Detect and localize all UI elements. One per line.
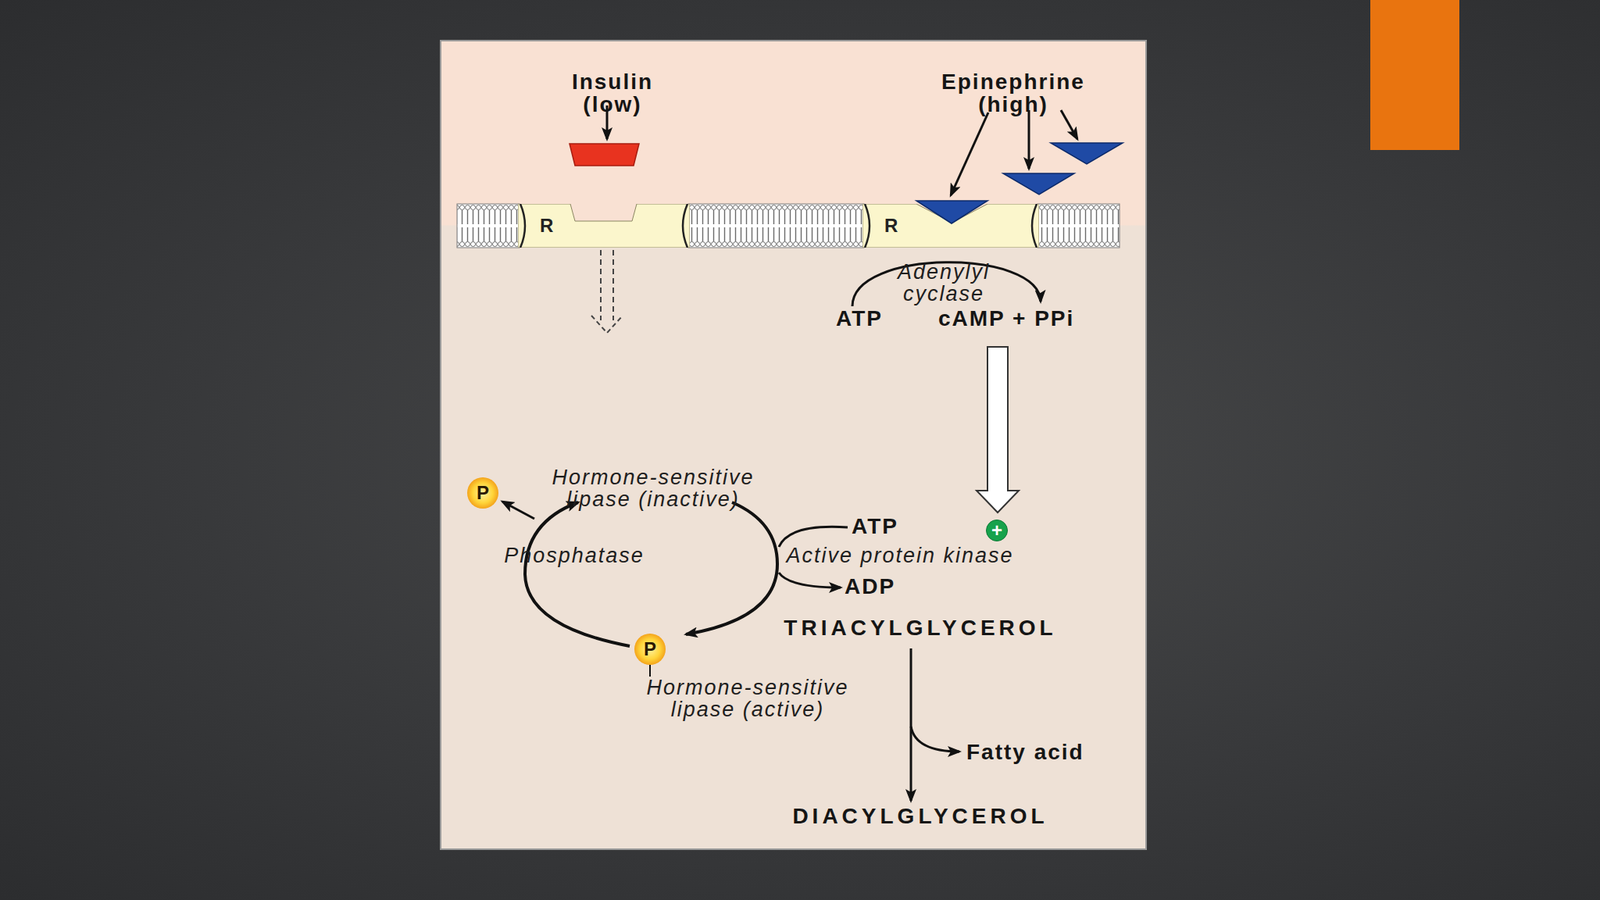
plus-sign: +: [991, 519, 1003, 542]
membrane-segment: [1037, 203, 1120, 248]
metabolite-label: cAMP + PPi: [938, 307, 1075, 330]
enzyme-label: Hormone-sensitive lipase (inactive): [535, 466, 771, 511]
metabolite-label: TRIACYLGLYCEROL: [783, 616, 1057, 640]
metabolite-label: ATP: [851, 514, 899, 538]
receptor-body: [517, 203, 690, 248]
metabolite-label: Fatty acid: [966, 740, 1085, 764]
receptor-body: [862, 203, 1040, 248]
adrenergic-receptor: R: [862, 203, 1040, 248]
phosphate-label: P: [476, 482, 490, 504]
hormone-label: Insulin (low): [550, 70, 675, 117]
receptor-edge: [1032, 203, 1037, 248]
dashed-head: [591, 315, 623, 333]
hollow-arrow: [976, 346, 1019, 513]
product-branch-arrow: [910, 726, 960, 752]
hormone-label: Epinephrine (high): [919, 70, 1108, 117]
enzyme-label: Adenylyl cyclase: [873, 260, 1015, 306]
dashed-signal-arrow: [591, 250, 623, 333]
adp-output-arrow: [778, 572, 841, 588]
dashed-line: [600, 250, 602, 321]
reaction-arrow: [910, 648, 913, 801]
receptor-edge: [682, 203, 688, 248]
lipid-bilayer: [457, 203, 1120, 248]
accent-bar: [1370, 0, 1460, 150]
metabolite-label: DIACYLGLYCEROL: [792, 804, 1048, 828]
phosphate-bond: [649, 664, 651, 677]
enzyme-label: Active protein kinase: [785, 544, 1014, 567]
binding-arrow: [950, 112, 989, 196]
figure-panel: [439, 39, 1147, 850]
enzyme-label: Hormone-sensitive lipase (active): [630, 676, 865, 722]
phosphate-release-arrow: [502, 501, 535, 519]
activation-sign: +: [985, 519, 1008, 542]
metabolite-label: ATP: [835, 307, 883, 330]
dashed-line: [612, 250, 615, 321]
receptor-label: R: [884, 203, 898, 248]
receptor-edge: [864, 203, 870, 248]
cycle-arrow: [525, 502, 630, 647]
membrane-segment: [457, 203, 520, 248]
receptor-edge: [520, 203, 525, 248]
cycle-arrow: [685, 502, 778, 635]
membrane-segment: [688, 203, 865, 248]
insulin-receptor: R: [517, 203, 690, 248]
binding-arrow: [1060, 110, 1078, 140]
epinephrine-ligand: [1050, 142, 1123, 165]
epinephrine-ligand: [916, 200, 988, 224]
binding-arrow: [1028, 110, 1031, 169]
enzyme-label: Phosphatase: [503, 544, 645, 567]
phosphate-circle: P: [467, 477, 499, 509]
insulin-ligand: [569, 143, 640, 166]
receptor-label: R: [539, 203, 554, 248]
metabolite-label: ADP: [844, 575, 896, 598]
phosphate-circle: P: [634, 633, 666, 665]
epinephrine-ligand: [1003, 173, 1075, 195]
phosphate-label: P: [643, 638, 657, 661]
